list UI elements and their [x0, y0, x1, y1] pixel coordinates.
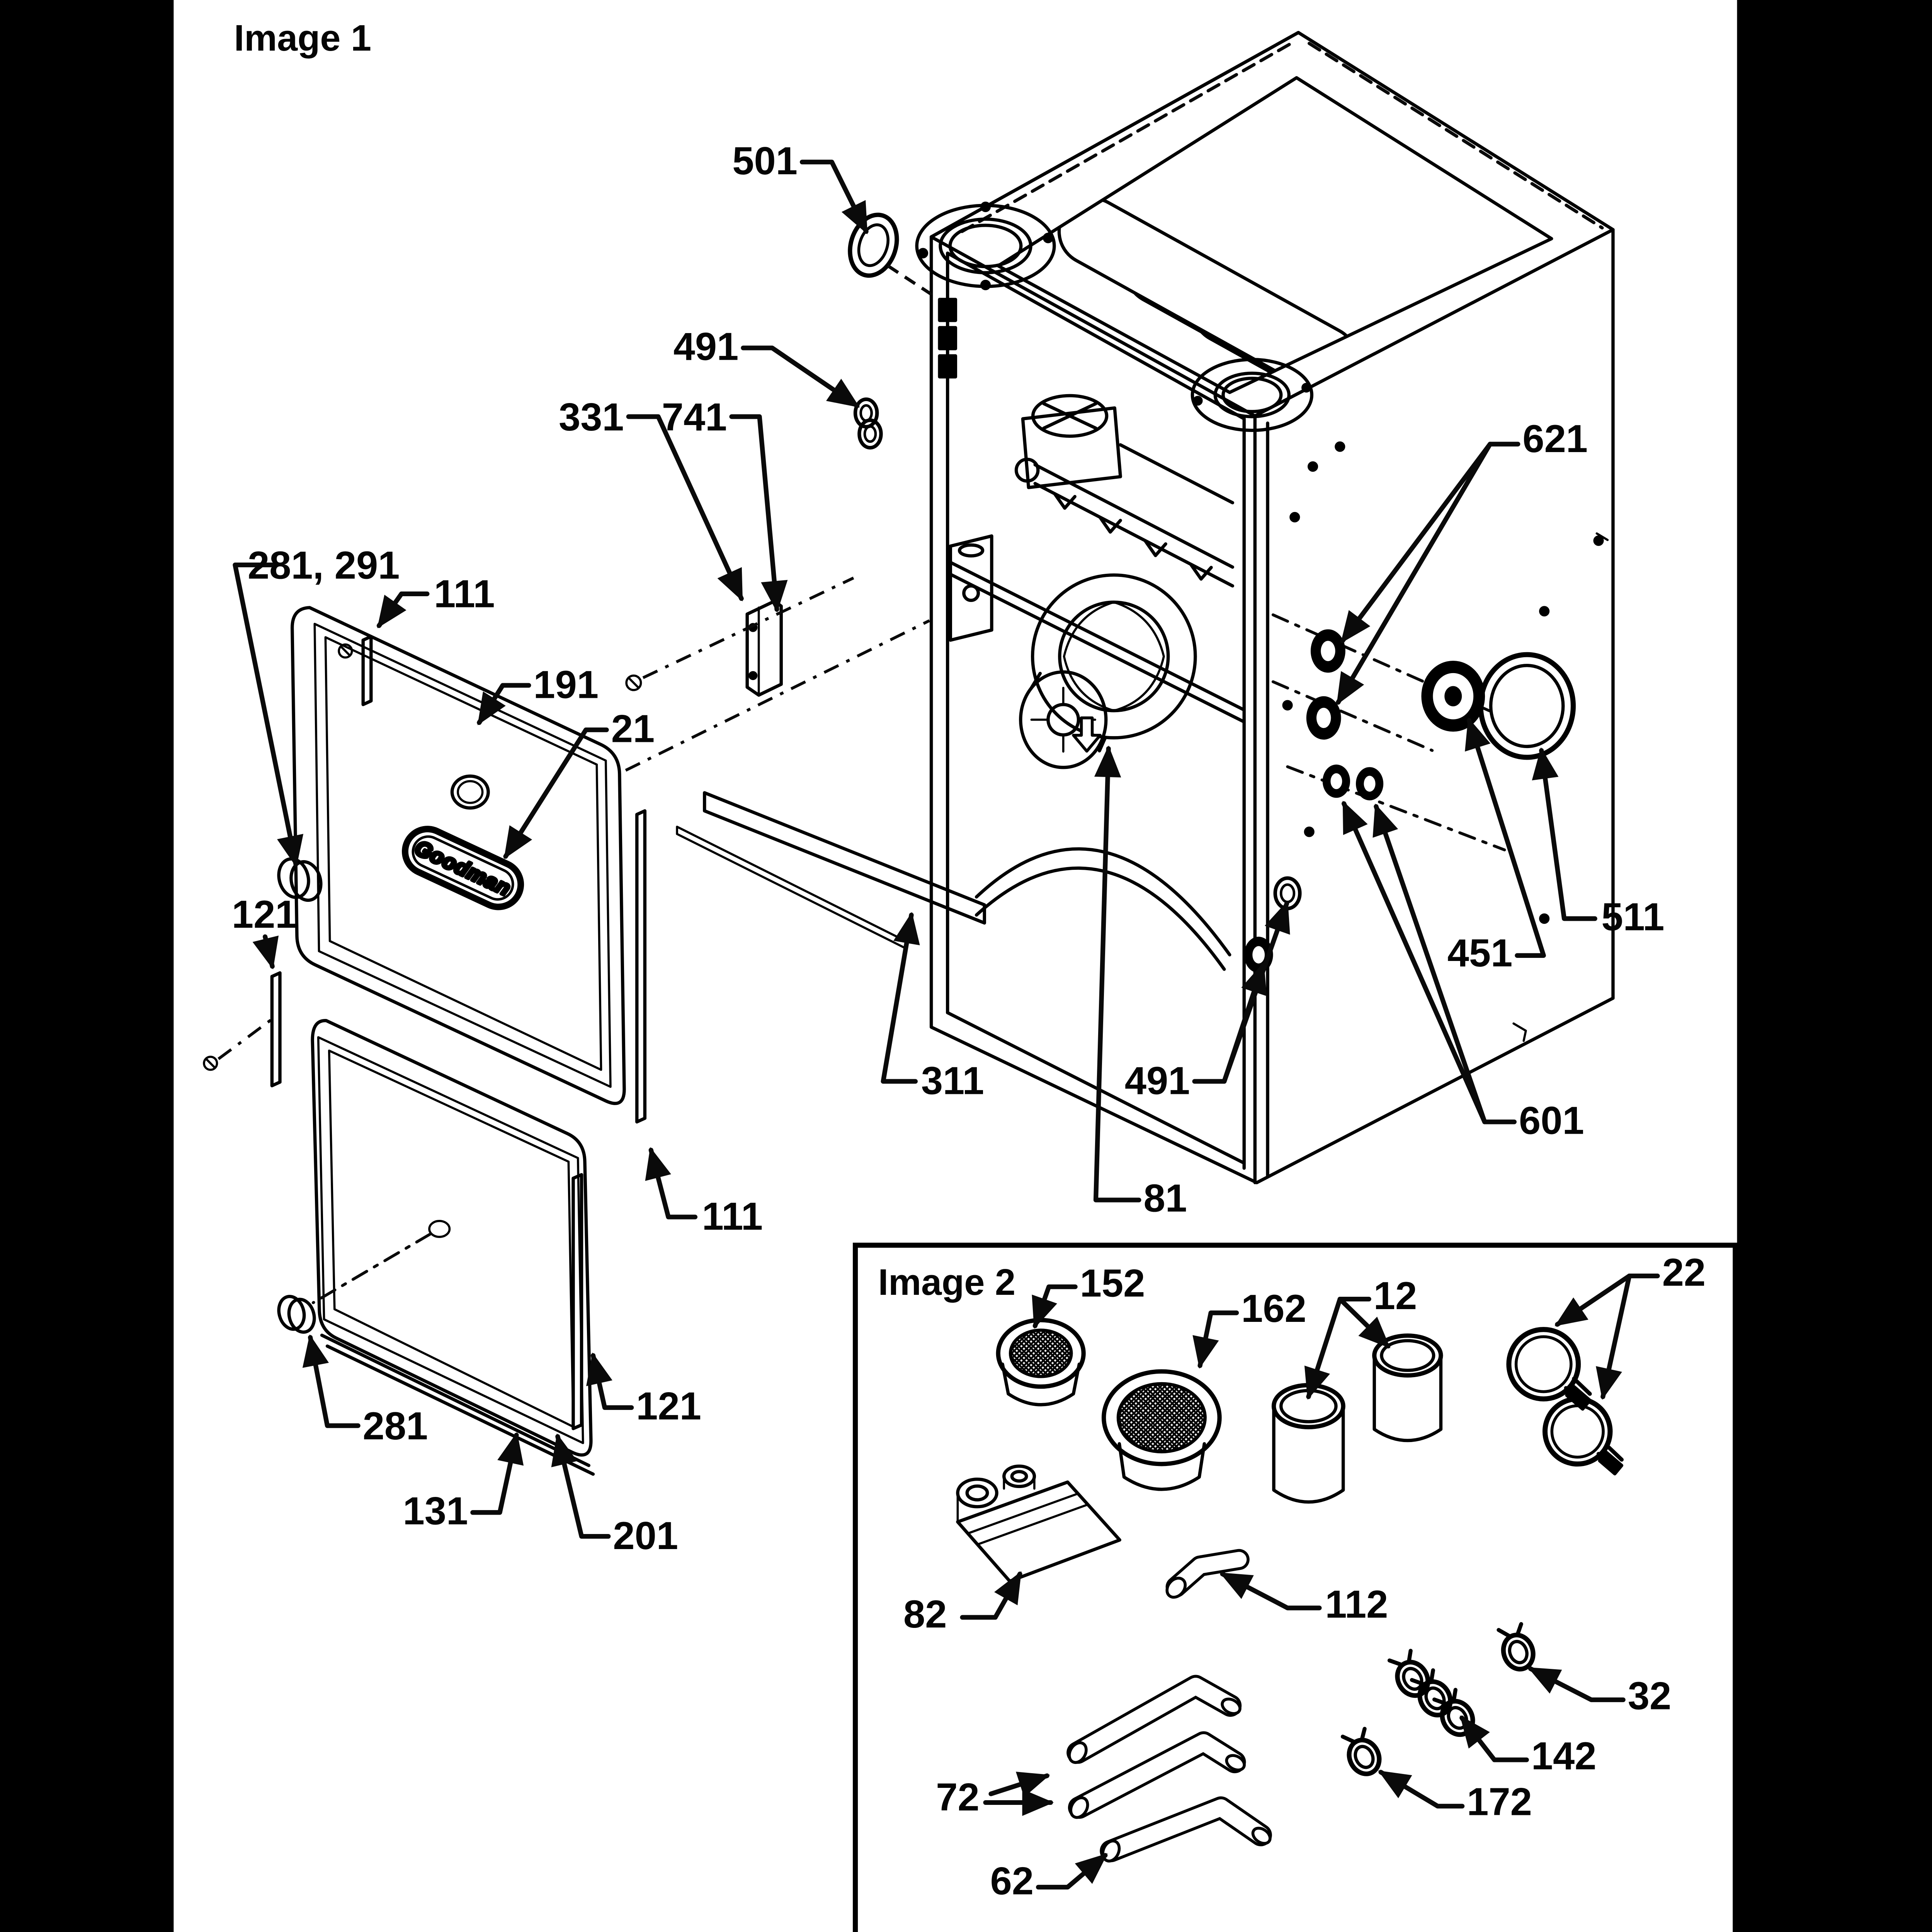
left-black-bar — [0, 0, 174, 1932]
upper-door-drawing: Goodman — [291, 606, 626, 1105]
part-label-601: 601 — [1519, 1099, 1584, 1142]
grommet-621a — [1310, 629, 1345, 673]
inducer-blower — [1019, 573, 1197, 769]
part-label-111-bot: 111 — [702, 1194, 763, 1238]
ring-511 — [1478, 652, 1576, 760]
screw-upper-door — [338, 643, 353, 659]
part-label-62: 62 — [990, 1859, 1034, 1903]
part-label-131: 131 — [403, 1489, 468, 1533]
part-label-12: 12 — [1374, 1274, 1417, 1318]
grommet-601b — [1355, 767, 1384, 801]
leader-lines — [233, 160, 1660, 1890]
screw-121 — [203, 1015, 276, 1071]
part-label-511: 511 — [1601, 895, 1664, 939]
part-label-172: 172 — [1467, 1780, 1532, 1824]
strip-111-bottom — [635, 809, 647, 1124]
part-label-191: 191 — [533, 663, 599, 706]
image2-title: Image 2 — [878, 1262, 1015, 1303]
strip-121-left — [270, 971, 282, 1088]
part-label-281-bot: 281 — [363, 1404, 428, 1448]
grommet-451 — [1421, 661, 1485, 732]
part-label-81: 81 — [1144, 1177, 1187, 1220]
coupling-12-right — [1372, 1333, 1443, 1442]
part-label-72: 72 — [936, 1776, 979, 1819]
blower-drum — [946, 847, 1245, 1165]
part-label-331: 331 — [559, 395, 624, 439]
down-arrow-sticker — [1072, 716, 1102, 753]
hose-112 — [1165, 1549, 1250, 1599]
part-label-111-top: 111 — [434, 572, 495, 616]
part-label-121-bot: 121 — [636, 1384, 701, 1428]
screw-331 — [625, 577, 854, 691]
part-label-152: 152 — [1080, 1261, 1145, 1305]
part-label-32: 32 — [1628, 1674, 1671, 1718]
part-label-82: 82 — [903, 1592, 947, 1636]
part-label-201: 201 — [613, 1514, 678, 1558]
flue-collar-right — [1190, 358, 1314, 432]
gas-valve — [1014, 394, 1122, 489]
part-label-21: 21 — [611, 707, 655, 751]
plug-281-lower — [277, 1294, 316, 1334]
hose-72-upper — [1066, 1675, 1242, 1764]
trim-strips — [270, 635, 986, 1430]
grommet-491b — [857, 418, 883, 450]
hose-72-lower — [1068, 1731, 1246, 1819]
condensate-trap-82 — [956, 1464, 1122, 1583]
part-label-142: 142 — [1531, 1734, 1597, 1778]
grommet-601a — [1322, 764, 1350, 798]
goodman-badge: Goodman — [401, 826, 524, 910]
part-label-741: 741 — [662, 395, 727, 439]
part-label-112: 112 — [1325, 1583, 1388, 1626]
strip-121-bottom — [571, 1173, 583, 1430]
part-label-621: 621 — [1522, 417, 1588, 461]
part-label-281-291: 281, 291 — [248, 544, 400, 587]
airflow-sticker — [938, 298, 957, 379]
hose-clamp-22b — [1542, 1396, 1624, 1476]
part-label-501: 501 — [732, 139, 798, 183]
side-panel-holes — [1282, 441, 1609, 1042]
mesh-cap-162 — [1101, 1369, 1222, 1491]
strip-111-top — [361, 635, 373, 706]
door-viewport-hole — [450, 774, 490, 810]
part-label-451: 451 — [1447, 931, 1513, 975]
flue-collar-left — [915, 201, 1056, 291]
part-label-491-top: 491 — [673, 325, 739, 368]
image2-box — [853, 1243, 1738, 1932]
image1-title: Image 1 — [234, 18, 371, 59]
part-label-22: 22 — [1662, 1250, 1706, 1294]
grommet-491a — [853, 397, 879, 429]
part-label-162: 162 — [1241, 1287, 1306, 1330]
part-label-311: 311 — [921, 1059, 984, 1102]
channel-311 — [703, 791, 986, 925]
part-label-121-left: 121 — [232, 893, 297, 936]
grommet-501 — [848, 213, 899, 278]
grommets-and-rings — [848, 213, 1576, 973]
part-label-491-right: 491 — [1125, 1059, 1190, 1102]
grommet-621b — [1306, 696, 1341, 740]
right-black-bar — [1737, 0, 1932, 1932]
